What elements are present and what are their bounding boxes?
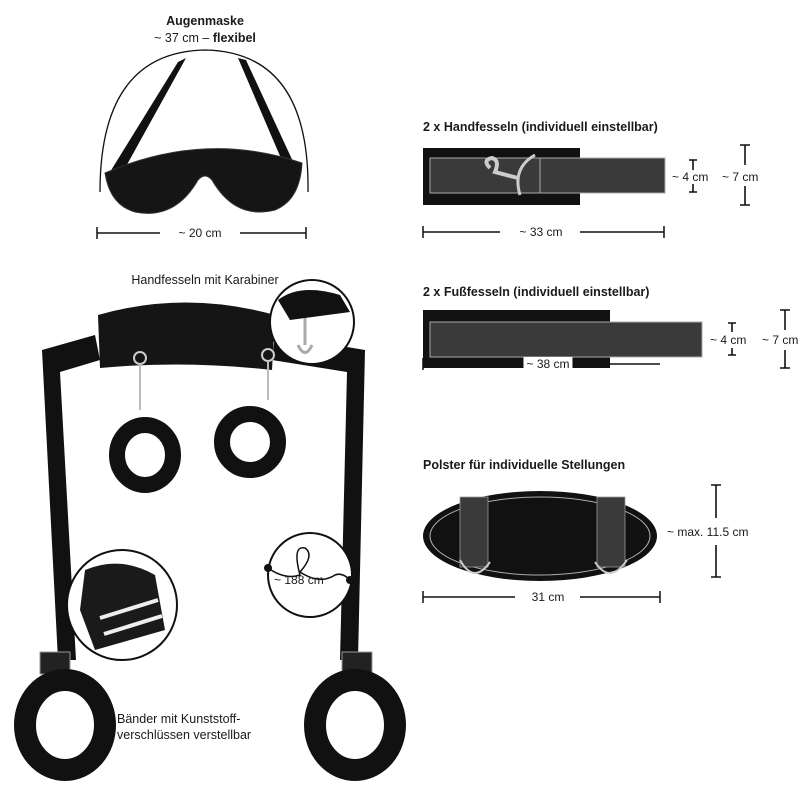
ankle-cuff-diagram: [422, 309, 790, 370]
hand-cuffs-inner-width: ~ 4 cm: [672, 170, 709, 184]
ankle-cuffs-title: 2 x Fußfesseln (individuell einstellbar): [423, 285, 650, 299]
buckle-detail-inset: [66, 549, 178, 661]
eye-mask-width: ~ 20 cm: [175, 226, 225, 240]
cushion-title: Polster für individuelle Stellungen: [423, 458, 626, 472]
eye-mask-strap-length: ~ 37 cm – flexibel: [154, 31, 256, 45]
cushion-length: 31 cm: [528, 590, 568, 604]
ankle-cuff-left: [14, 669, 116, 781]
ankle-cuffs-length: ~ 38 cm: [523, 357, 573, 371]
eye-mask-illustration: [96, 49, 309, 239]
cushion-diagram: [422, 484, 721, 603]
hand-cuffs-length: ~ 33 cm: [516, 225, 566, 239]
wrist-cuff-left: [109, 417, 181, 493]
wrist-cuff-right: [214, 406, 286, 478]
hand-cuff-diagram: [422, 144, 750, 238]
carabiner-detail-inset: [269, 279, 355, 365]
harness-caption: Handfesseln mit Karabiner: [131, 273, 279, 287]
hand-cuffs-outer-width: ~ 7 cm: [722, 170, 759, 184]
harness-pad: [98, 302, 275, 370]
strap-length-inset: [264, 532, 354, 618]
cushion-height: ~ max. 11.5 cm: [667, 525, 749, 539]
ankle-cuff-right: [304, 669, 406, 781]
strap-length-arc: [99, 49, 309, 193]
hand-cuffs-title: 2 x Handfesseln (individuell einstellbar…: [423, 120, 658, 134]
eye-mask: [104, 148, 303, 214]
strap-length-text: ~ 37 cm –: [154, 31, 210, 45]
harness-illustration: [14, 279, 406, 781]
strap-length-label: ~ 188 cm: [274, 573, 324, 587]
buckle-caption-line2: verschlüssen verstellbar: [117, 728, 252, 742]
ankle-cuffs-outer-width: ~ 7 cm: [762, 333, 799, 347]
buckle-caption-line1: Bänder mit Kunststoff-: [117, 712, 241, 726]
eye-mask-title: Augenmaske: [166, 14, 244, 28]
ankle-cuffs-inner-width: ~ 4 cm: [710, 333, 747, 347]
flexible-label: flexibel: [212, 31, 256, 45]
